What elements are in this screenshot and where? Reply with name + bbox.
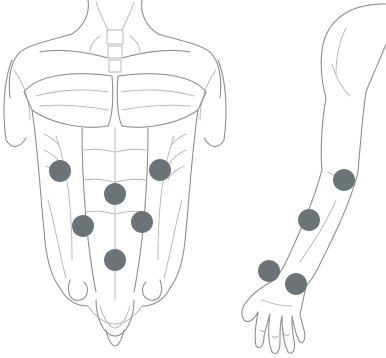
torso-markers (49, 159, 171, 271)
arm-markers (258, 169, 355, 295)
marker-arm-wrist-inner (285, 273, 307, 295)
marker-torso-left-mid (72, 215, 94, 237)
marker-torso-left-flank (49, 160, 71, 182)
marker-arm-elbow (333, 169, 355, 191)
marker-torso-lower-center (104, 249, 126, 271)
arm-illustration (242, 4, 386, 354)
marker-torso-right-flank (149, 159, 171, 181)
marker-torso-upper-center (104, 183, 126, 205)
marker-arm-wrist-outer (258, 260, 280, 282)
marker-arm-forearm (298, 209, 320, 231)
torso-illustration (4, 0, 226, 346)
marker-torso-right-mid (131, 211, 153, 233)
